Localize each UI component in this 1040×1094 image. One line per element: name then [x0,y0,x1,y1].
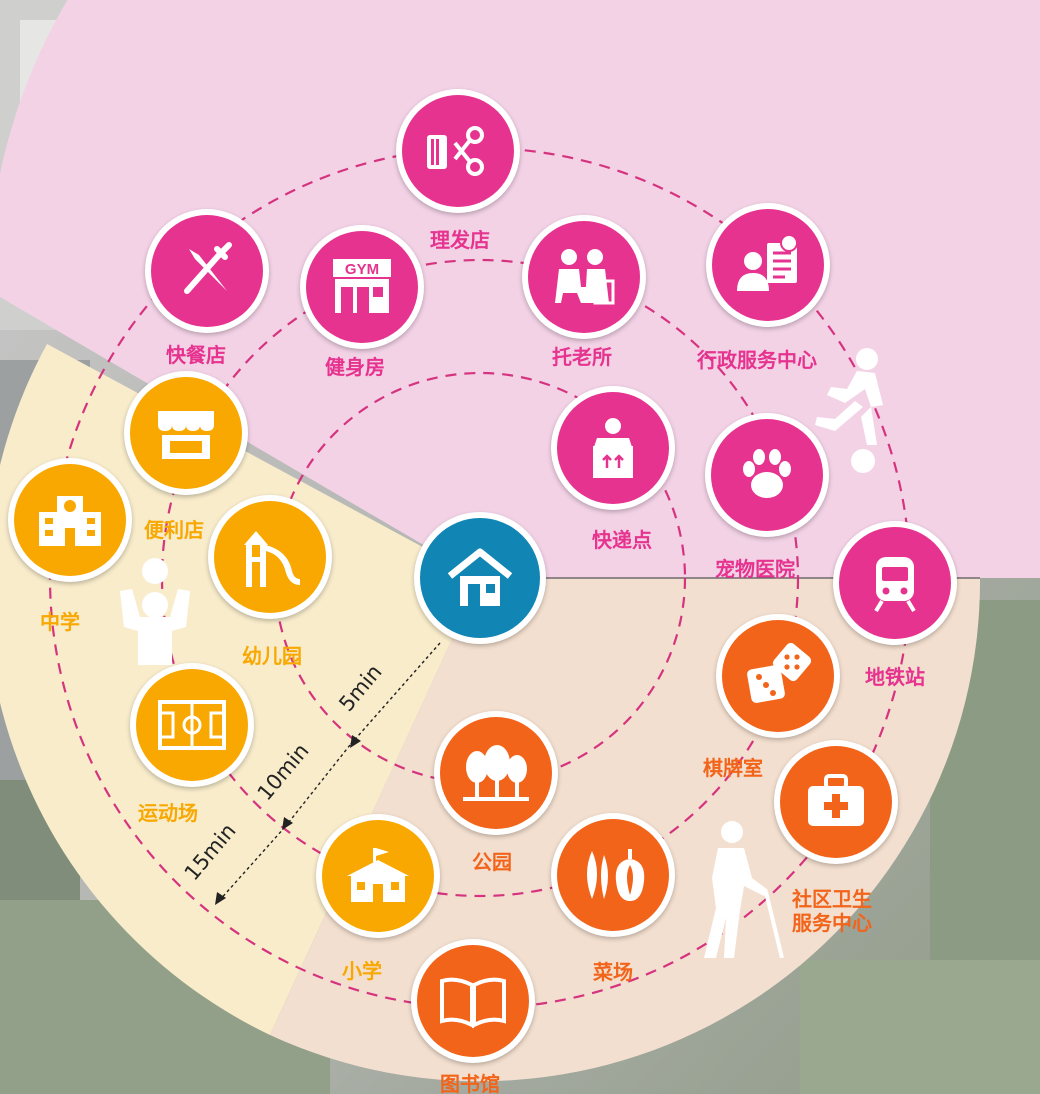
poi-label-line: 社区卫生 [792,887,872,911]
elderly-walker-silhouette-icon [704,821,784,958]
open-book-icon [417,945,529,1057]
comb-scissors-icon [402,95,514,207]
parcel-icon [557,392,669,504]
poi-market [551,813,675,937]
radius-arrow-line [349,642,441,746]
poi-sports [130,663,254,787]
poi-label-barber: 理发店 [430,228,490,252]
poi-park [434,711,558,835]
poi-pet [705,413,829,537]
poi-label-eldercare: 托老所 [552,345,612,369]
elder-care-icon [528,221,640,333]
poi-label-primary: 小学 [342,959,382,983]
poi-primary [316,814,440,938]
vegetables-icon [557,819,669,931]
poi-label-express: 快递点 [592,528,652,552]
basketball-court-icon [136,669,248,781]
metro-train-icon [839,527,951,639]
poi-clinic [774,740,898,864]
poi-label-line: 服务中心 [792,911,872,935]
arrowhead-5min [350,735,361,748]
gym-icon: GYM [306,231,418,343]
playground-slide-icon [214,501,326,613]
poi-label-admin: 行政服务中心 [697,348,817,372]
poi-label-park: 公园 [472,850,512,874]
trees-icon [440,717,552,829]
poi-metro [833,521,957,645]
admin-service-icon [712,209,824,321]
shop-icon [130,377,242,489]
home-center [414,512,546,644]
schoolhouse-icon [322,820,434,932]
poi-label-fastfood: 快餐店 [166,343,226,367]
poi-label-metro: 地铁站 [865,665,925,689]
fork-knife-icon [151,215,263,327]
ring-5min [273,371,687,785]
poi-middle [8,458,132,582]
poi-express [551,386,675,510]
poi-label-store: 便利店 [144,518,204,542]
svg-text:GYM: GYM [345,261,379,278]
poi-label-clinic: 社区卫生服务中心 [792,887,872,935]
soccer-player-silhouette-icon [815,348,883,473]
poi-label-chess: 棋牌室 [703,756,763,780]
poi-label-sports: 运动场 [138,801,198,825]
arrowhead-10min [282,817,293,830]
poi-barber [396,89,520,213]
poi-chess [716,614,840,738]
paw-icon [711,419,823,531]
house-icon [420,518,540,638]
poi-gym: GYM [300,225,424,349]
poi-label-pet: 宠物医院 [715,557,795,581]
poi-label-kinder: 幼儿园 [242,644,302,668]
arrowhead-15min [215,892,226,905]
poi-label-gym: 健身房 [325,355,385,379]
poi-label-market: 菜场 [593,960,633,984]
parent-child-silhouette-icon [120,558,190,665]
poi-admin [706,203,830,327]
poi-fastfood [145,209,269,333]
poi-store [124,371,248,495]
poi-label-library: 图书馆 [440,1072,500,1094]
radius-arrow-line [217,826,286,903]
dice-icon [722,620,834,732]
poi-eldercare [522,215,646,339]
poi-label-middle: 中学 [40,610,80,634]
poi-kinder [208,495,332,619]
school-building-icon [14,464,126,576]
poi-library [411,939,535,1063]
medical-kit-icon [780,746,892,858]
